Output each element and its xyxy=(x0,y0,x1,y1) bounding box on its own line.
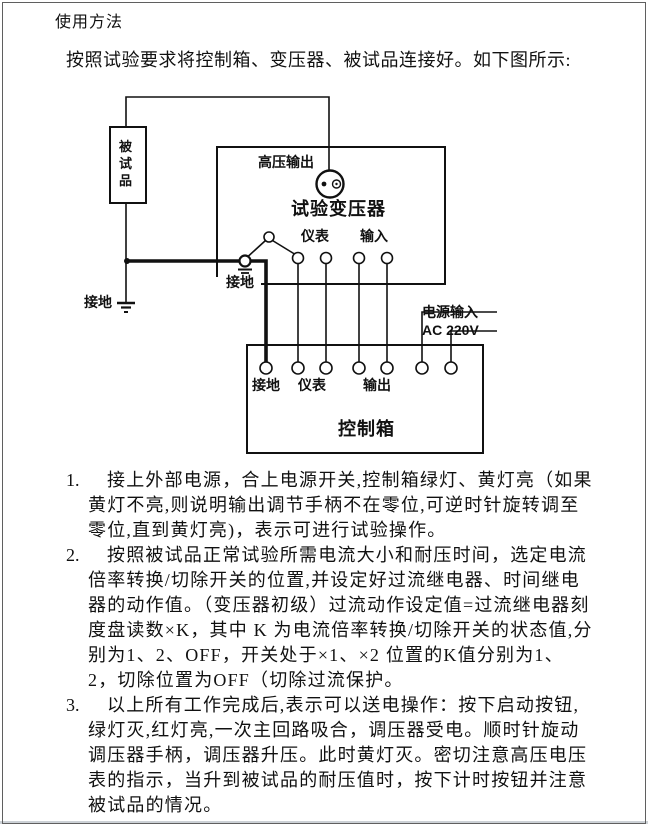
item-number: 1. xyxy=(66,470,80,490)
transformer-meter-terminal xyxy=(291,251,305,265)
cb-ground-terminal xyxy=(259,361,273,375)
transformer-meter-label: 仪表 xyxy=(301,228,329,244)
link-arm xyxy=(272,239,295,255)
ground-left-label: 接地 xyxy=(84,294,112,310)
cb-meter-label: 仪表 xyxy=(298,377,326,393)
cb-power-terminal xyxy=(415,361,429,375)
bottom-rule xyxy=(0,821,648,824)
hv-wire xyxy=(125,96,330,171)
item-number: 3. xyxy=(66,695,80,715)
instruction-list: 1. 接上外部电源，合上电源开关,控制箱绿灯、黄灯亮（如果黄灯不亮,则说明输出调… xyxy=(0,468,648,818)
hv-output-label: 高压输出 xyxy=(258,154,314,170)
instruction-item-3: 3. 以上所有工作完成后,表示可以送电操作：按下启动按钮,绿灯灭,红灯亮,一次主… xyxy=(0,693,648,818)
control-box xyxy=(246,344,484,454)
cb-output-terminal xyxy=(352,361,366,375)
wiring-diagram-lines xyxy=(109,96,497,454)
specimen-box xyxy=(109,126,147,204)
transformer-ground-terminal xyxy=(238,254,252,268)
transformer-title: 试验变压器 xyxy=(291,199,386,219)
instruction-item-1: 1. 接上外部电源，合上电源开关,控制箱绿灯、黄灯亮（如果黄灯不亮,则说明输出调… xyxy=(0,468,648,543)
specimen-label: 被试品 xyxy=(119,139,133,188)
item-number: 2. xyxy=(66,545,80,565)
transformer-meter-terminal xyxy=(319,251,333,265)
intro-text: 按照试验要求将控制箱、变压器、被试品连接好。如下图所示: xyxy=(66,50,571,70)
cb-meter-terminal xyxy=(291,361,305,375)
power-in-label: 电源输入 xyxy=(422,304,478,320)
item-text: 按照被试品正常试验所需电流大小和耐压时间，选定电流倍率转换/切除开关的位置,并设… xyxy=(88,545,593,690)
power-wire xyxy=(421,311,497,362)
cb-power-terminal xyxy=(444,361,458,375)
item-text: 接上外部电源，合上电源开关,控制箱绿灯、黄灯亮（如果黄灯不亮,则说明输出调节手柄… xyxy=(88,470,593,540)
transformer-input-terminal xyxy=(380,251,394,265)
item-text: 以上所有工作完成后,表示可以送电操作：按下启动按钮,绿灯灭,红灯亮,一次主回路吸… xyxy=(88,695,588,815)
cb-meter-terminal xyxy=(319,361,333,375)
cb-output-terminal xyxy=(380,361,394,375)
ground-bus-wire xyxy=(127,259,268,362)
hv-terminal xyxy=(315,169,345,199)
power-wire xyxy=(450,330,497,362)
wiring-diagram: 被试品 接地 高压输出 试验变压器 仪表 输入 接地 电源输入 AC 220V … xyxy=(0,85,648,465)
page-title: 使用方法 xyxy=(55,14,124,31)
cb-output-label: 输出 xyxy=(363,377,391,393)
transformer-input-label: 输入 xyxy=(360,228,388,244)
power-voltage-label: AC 220V xyxy=(422,322,479,338)
control-box-title: 控制箱 xyxy=(338,419,395,439)
link-arm xyxy=(247,239,267,257)
transformer-ground-label: 接地 xyxy=(224,274,256,290)
transformer-input-terminal xyxy=(352,251,366,265)
cb-ground-label: 接地 xyxy=(252,377,280,393)
transformer-box xyxy=(216,146,446,285)
junction-dot xyxy=(124,258,130,264)
instruction-item-2: 2. 按照被试品正常试验所需电流大小和耐压时间，选定电流倍率转换/切除开关的位置… xyxy=(0,543,648,693)
link-pivot-terminal xyxy=(263,231,275,243)
